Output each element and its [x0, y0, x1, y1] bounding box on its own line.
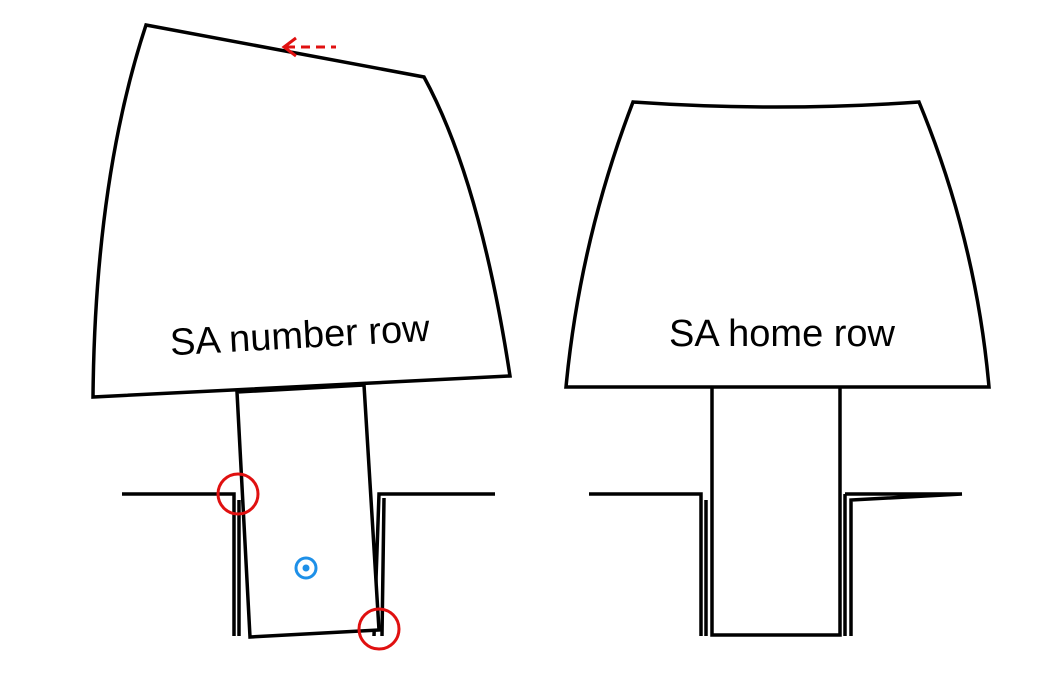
home-row-stem — [710, 383, 842, 637]
pivot-marker-icon — [294, 556, 318, 580]
number-row-keycap-group: SA number row — [91, 22, 513, 651]
number-row-stem — [235, 383, 381, 639]
home-row-label: SA home row — [669, 313, 896, 355]
lower-contact-marker-icon — [357, 607, 401, 651]
home-row-switch-housing — [589, 492, 963, 636]
number-row-switch-housing — [122, 492, 495, 637]
home-row-keycap-group: SA home row — [564, 100, 991, 637]
number-row-keycap — [91, 22, 513, 399]
dashed-left-arrow-icon — [281, 36, 336, 58]
upper-contact-marker-icon — [216, 472, 260, 516]
home-row-keycap — [564, 100, 991, 389]
